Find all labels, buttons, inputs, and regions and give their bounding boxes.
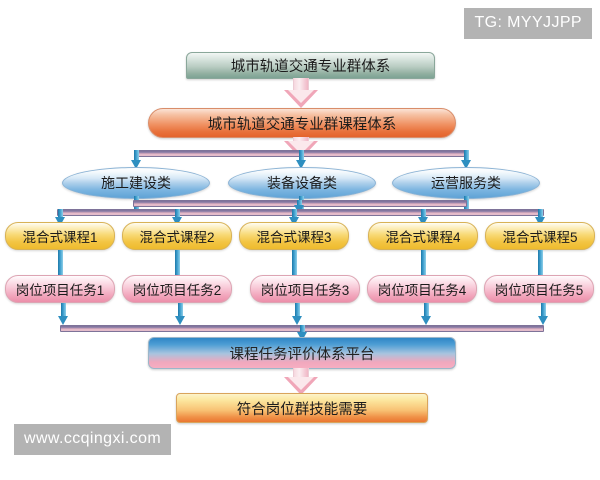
node-task-1: 岗位项目任务1 <box>5 275 115 303</box>
node-label: 符合岗位群技能需要 <box>236 401 368 418</box>
node-label: 城市轨道交通专业群课程体系 <box>207 116 397 133</box>
node-label: 岗位项目任务1 <box>15 283 105 298</box>
arrow-to-course-2 <box>289 209 300 226</box>
node-label: 混合式课程2 <box>139 230 215 245</box>
arrow-to-course-0 <box>55 209 66 226</box>
arrow-task-0-down <box>58 303 69 325</box>
node-outcome-skills: 符合岗位群技能需要 <box>176 393 428 423</box>
stub-course-2-to-task-2 <box>292 250 297 275</box>
node-course-5: 混合式课程5 <box>485 222 595 250</box>
node-task-3: 岗位项目任务3 <box>250 275 360 303</box>
site-watermark: www.ccqingxi.com <box>14 424 172 455</box>
arrow-to-category-0 <box>131 150 142 169</box>
node-professional-group-system: 城市轨道交通专业群体系 <box>186 52 435 79</box>
node-label: 混合式课程1 <box>22 230 98 245</box>
stub-course-1-to-task-1 <box>175 250 180 275</box>
arrow-to-course-1 <box>172 209 183 226</box>
node-label: 混合式课程3 <box>256 230 332 245</box>
node-task-4: 岗位项目任务4 <box>367 275 477 303</box>
node-course-4: 混合式课程4 <box>368 222 478 250</box>
node-category-construction: 施工建设类 <box>62 167 210 199</box>
arrow-to-course-3 <box>418 209 429 226</box>
stub-course-3-to-task-3 <box>421 250 426 275</box>
node-label: 岗位项目任务4 <box>377 283 467 298</box>
telegram-watermark: TG: MYYJJPP <box>464 8 592 39</box>
arrow-platform-to-outcome <box>284 368 318 395</box>
arrow-task-2-down <box>292 303 303 325</box>
stub-course-4-to-task-4 <box>538 250 543 275</box>
arrow-root-to-curriculum <box>284 78 318 108</box>
node-evaluation-platform: 课程任务评价体系平台 <box>148 337 456 369</box>
arrow-task-4-down <box>538 303 549 325</box>
node-label: 岗位项目任务3 <box>260 283 350 298</box>
arrow-to-category-2 <box>461 150 472 169</box>
stub-course-0-to-task-0 <box>58 250 63 275</box>
node-label: 施工建设类 <box>101 175 171 191</box>
arrow-to-platform <box>297 325 308 341</box>
node-task-2: 岗位项目任务2 <box>122 275 232 303</box>
node-category-equipment: 装备设备类 <box>228 167 376 199</box>
node-task-5: 岗位项目任务5 <box>484 275 594 303</box>
bus-courses <box>57 209 544 216</box>
node-label: 混合式课程4 <box>385 230 461 245</box>
node-label: 岗位项目任务5 <box>494 283 584 298</box>
arrow-to-course-4 <box>535 209 546 226</box>
node-label: 城市轨道交通专业群体系 <box>230 59 391 75</box>
node-label: 混合式课程5 <box>502 230 578 245</box>
node-course-1: 混合式课程1 <box>5 222 115 250</box>
arrow-task-3-down <box>421 303 432 325</box>
node-label: 运营服务类 <box>431 175 501 191</box>
node-label: 装备设备类 <box>267 175 337 191</box>
node-course-2: 混合式课程2 <box>122 222 232 250</box>
node-label: 课程任务评价体系平台 <box>229 346 375 363</box>
node-label: 岗位项目任务2 <box>132 283 222 298</box>
node-category-operations: 运营服务类 <box>392 167 540 199</box>
node-curriculum-system: 城市轨道交通专业群课程体系 <box>148 108 456 138</box>
arrow-task-1-down <box>175 303 186 325</box>
arrow-to-category-1 <box>296 150 307 169</box>
node-course-3: 混合式课程3 <box>239 222 349 250</box>
